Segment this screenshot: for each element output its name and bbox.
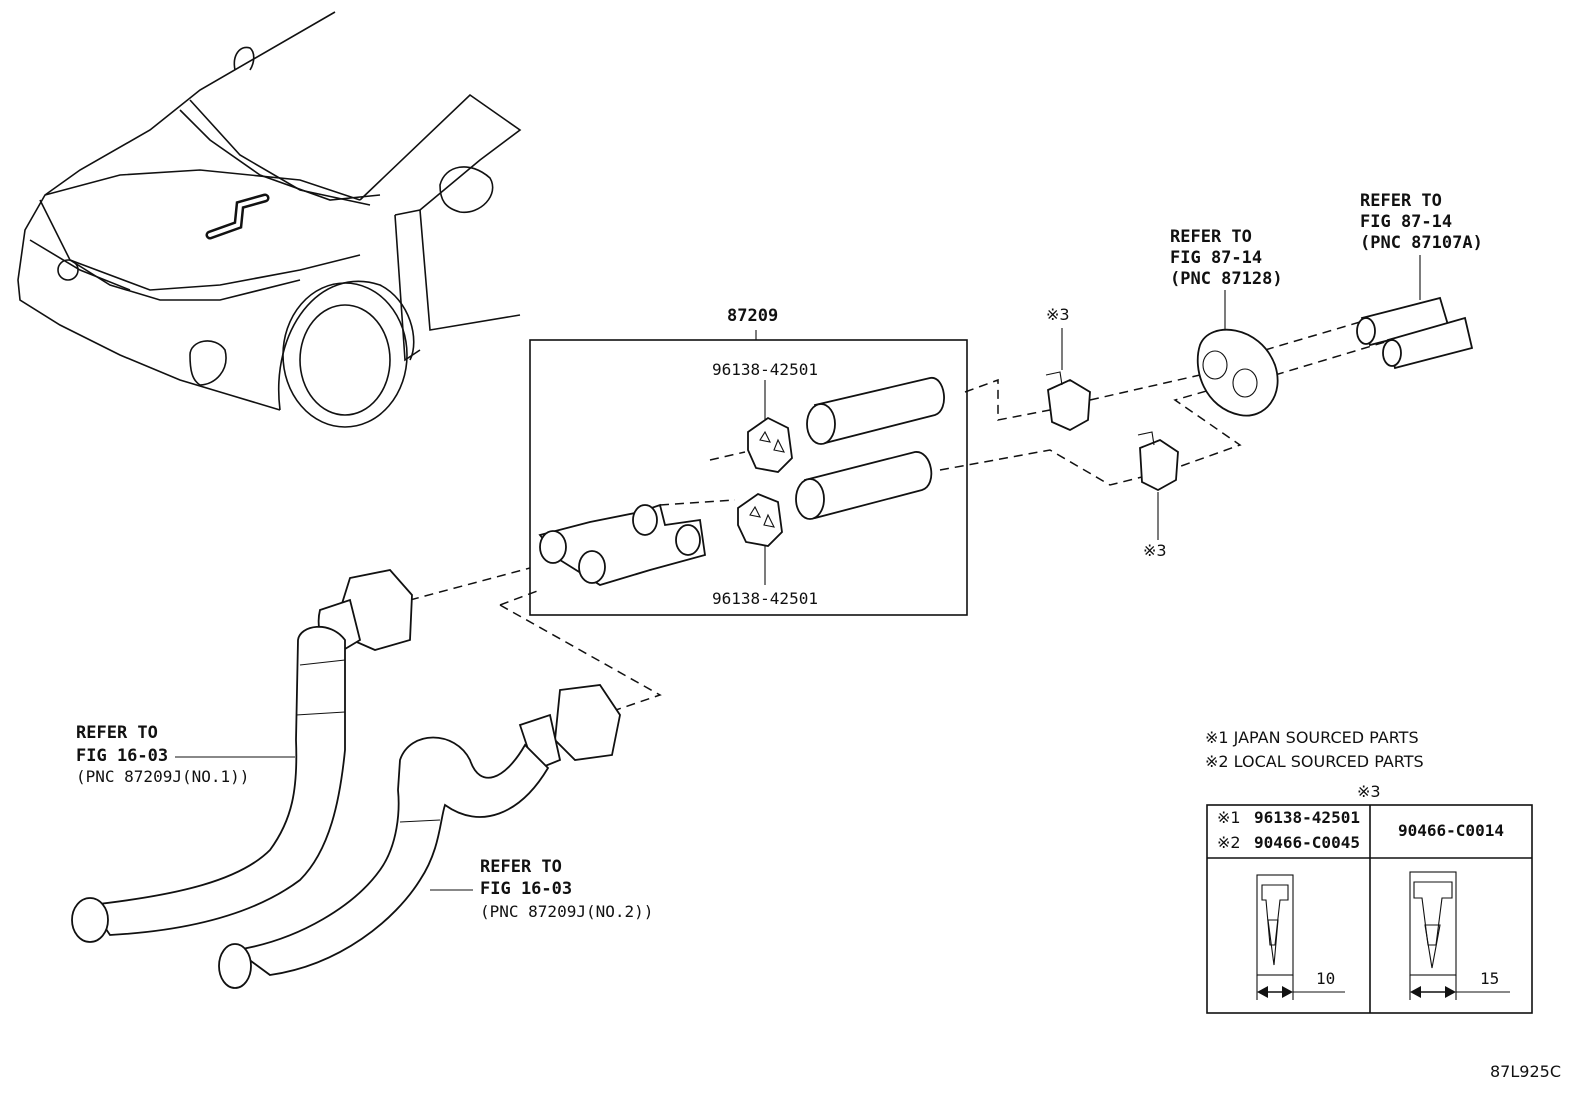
refer-87107A-line3: (PNC 87107A) [1360,233,1483,253]
clip-reference-table: ※3 ※1 96138-42501 ※2 90466-C0045 90466-C… [1206,782,1533,1014]
vehicle-illustration [17,11,522,428]
mark3-upper-label: ※3 [1046,305,1070,324]
hose-clip-lower [737,492,783,547]
clip-drawing-narrow [1256,874,1345,1000]
mark3-lower-label: ※3 [1143,541,1167,560]
left-line2-part: 90466-C0045 [1254,833,1360,852]
heater-pipes-87107A: REFER TO FIG 87-14 (PNC 87107A) [1356,191,1483,370]
refer-87128-line2: FIG 87-14 [1170,248,1262,268]
hose-segment-upper [806,377,945,445]
note-japan-sourced: ※1 JAPAN SOURCED PARTS [1205,728,1419,747]
clip-lower-label: 96138-42501 [712,589,818,608]
kit-87209-box: 87209 96138-42501 [529,306,968,616]
clip-mark3-lower: ※3 [1137,431,1179,560]
figure-code: 87L925C [1490,1062,1561,1081]
heater-hose-no1: REFER TO FIG 16-03 (PNC 87209J(NO.1)) [71,569,413,943]
sourcing-notes: ※1 JAPAN SOURCED PARTS ※2 LOCAL SOURCED … [1205,728,1424,771]
kit-label: 87209 [727,306,778,326]
kit-frame [529,339,968,616]
left-line1-part: 96138-42501 [1254,808,1360,827]
water-valve [538,503,707,586]
refer-87107A-line1: REFER TO [1360,191,1442,211]
refer-no2-line2: FIG 16-03 [480,879,572,899]
note-local-sourced: ※2 LOCAL SOURCED PARTS [1205,752,1424,771]
refer-no1-line3: (PNC 87209J(NO.1)) [76,767,249,786]
refer-87128-line1: REFER TO [1170,227,1252,247]
clip-mark3-upper: ※3 [1045,305,1091,432]
hose-clip-upper [747,416,793,473]
hose-segment-lower [795,451,933,520]
refer-87128-line3: (PNC 87128) [1170,269,1283,289]
refer-no1-line1: REFER TO [76,723,158,743]
grommet-87128: REFER TO FIG 87-14 (PNC 87128) [1170,227,1283,417]
table-header-mark: ※3 [1357,782,1381,801]
refer-no2-line1: REFER TO [480,857,562,877]
clip-upper-label: 96138-42501 [712,360,818,379]
right-part: 90466-C0014 [1398,821,1504,840]
clip-drawing-wide [1409,871,1510,1000]
refer-87107A-line2: FIG 87-14 [1360,212,1452,232]
heater-hose-no2: REFER TO FIG 16-03 (PNC 87209J(NO.2)) [218,684,653,989]
left-line2-mark: ※2 [1217,833,1241,852]
left-line1-mark: ※1 [1217,808,1241,827]
dimension-15: 15 [1480,969,1499,988]
refer-no1-line2: FIG 16-03 [76,746,168,766]
dimension-10: 10 [1316,969,1335,988]
refer-no2-line3: (PNC 87209J(NO.2)) [480,902,653,921]
